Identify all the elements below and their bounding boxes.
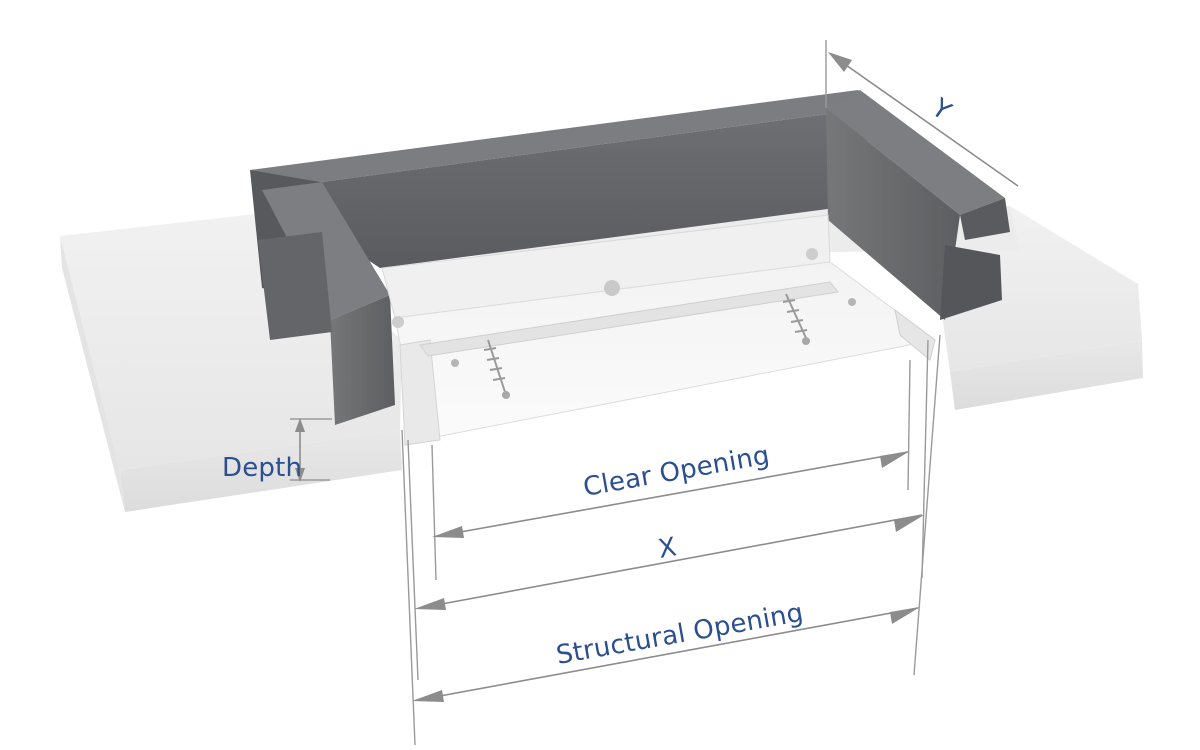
frame-right-lip (960, 198, 1010, 240)
insert-hole (806, 248, 818, 260)
y-arrow-start (828, 52, 852, 72)
spring-right-anchor (802, 337, 810, 345)
structural-extension-right (913, 334, 941, 676)
frame-right-lower (940, 245, 1002, 320)
extension-lines (290, 40, 941, 746)
slab-left-edge (120, 430, 402, 512)
structural-arrow-left (412, 690, 444, 702)
insert-rim-left (399, 339, 441, 446)
clear-extension-left (431, 444, 437, 581)
slab-right-edge (950, 340, 1143, 410)
x-extension-right (921, 339, 929, 579)
structural-dimension-line (417, 607, 919, 701)
insert-hole (604, 280, 620, 296)
x-extension-left (407, 439, 419, 681)
insert-tray (381, 214, 937, 446)
x-arrow-left (414, 598, 446, 610)
x-arrow-right (894, 515, 924, 532)
label-structural-opening: Structural Opening (554, 598, 806, 671)
frame-right-top (826, 90, 1005, 215)
slab-left-end (60, 236, 125, 512)
depth-arrow-top (295, 418, 305, 432)
structural-extension-left (401, 429, 416, 746)
frame-back-face (262, 108, 872, 268)
frame-left-top (262, 182, 390, 320)
spring-left (483, 339, 506, 393)
clear-arrow-left (432, 526, 464, 538)
insert-rim-right (894, 308, 936, 361)
structural-arrow-right (890, 607, 920, 624)
screw (848, 298, 856, 306)
insert-rail (419, 281, 839, 357)
frame (250, 90, 1010, 425)
clear-opening-dimension-line (437, 451, 909, 537)
frame-left-lip (258, 232, 332, 340)
y-dimension-line (835, 57, 1019, 187)
frame-left-face (330, 295, 395, 425)
x-dimension-line (419, 514, 923, 609)
label-depth: Depth (222, 453, 302, 483)
screw (451, 359, 459, 367)
spring-left-anchor (502, 391, 510, 399)
spring-right (782, 293, 808, 339)
frame-back-top (250, 90, 872, 190)
clear-arrow-right (880, 451, 910, 468)
dimension-lines (295, 52, 1019, 702)
clear-extension-right (907, 359, 911, 491)
depth-arrow-bottom (295, 468, 305, 482)
label-x: X (656, 532, 679, 565)
insert-hole (392, 316, 404, 328)
label-y: Y (925, 93, 956, 127)
frame-right-face (826, 108, 960, 320)
